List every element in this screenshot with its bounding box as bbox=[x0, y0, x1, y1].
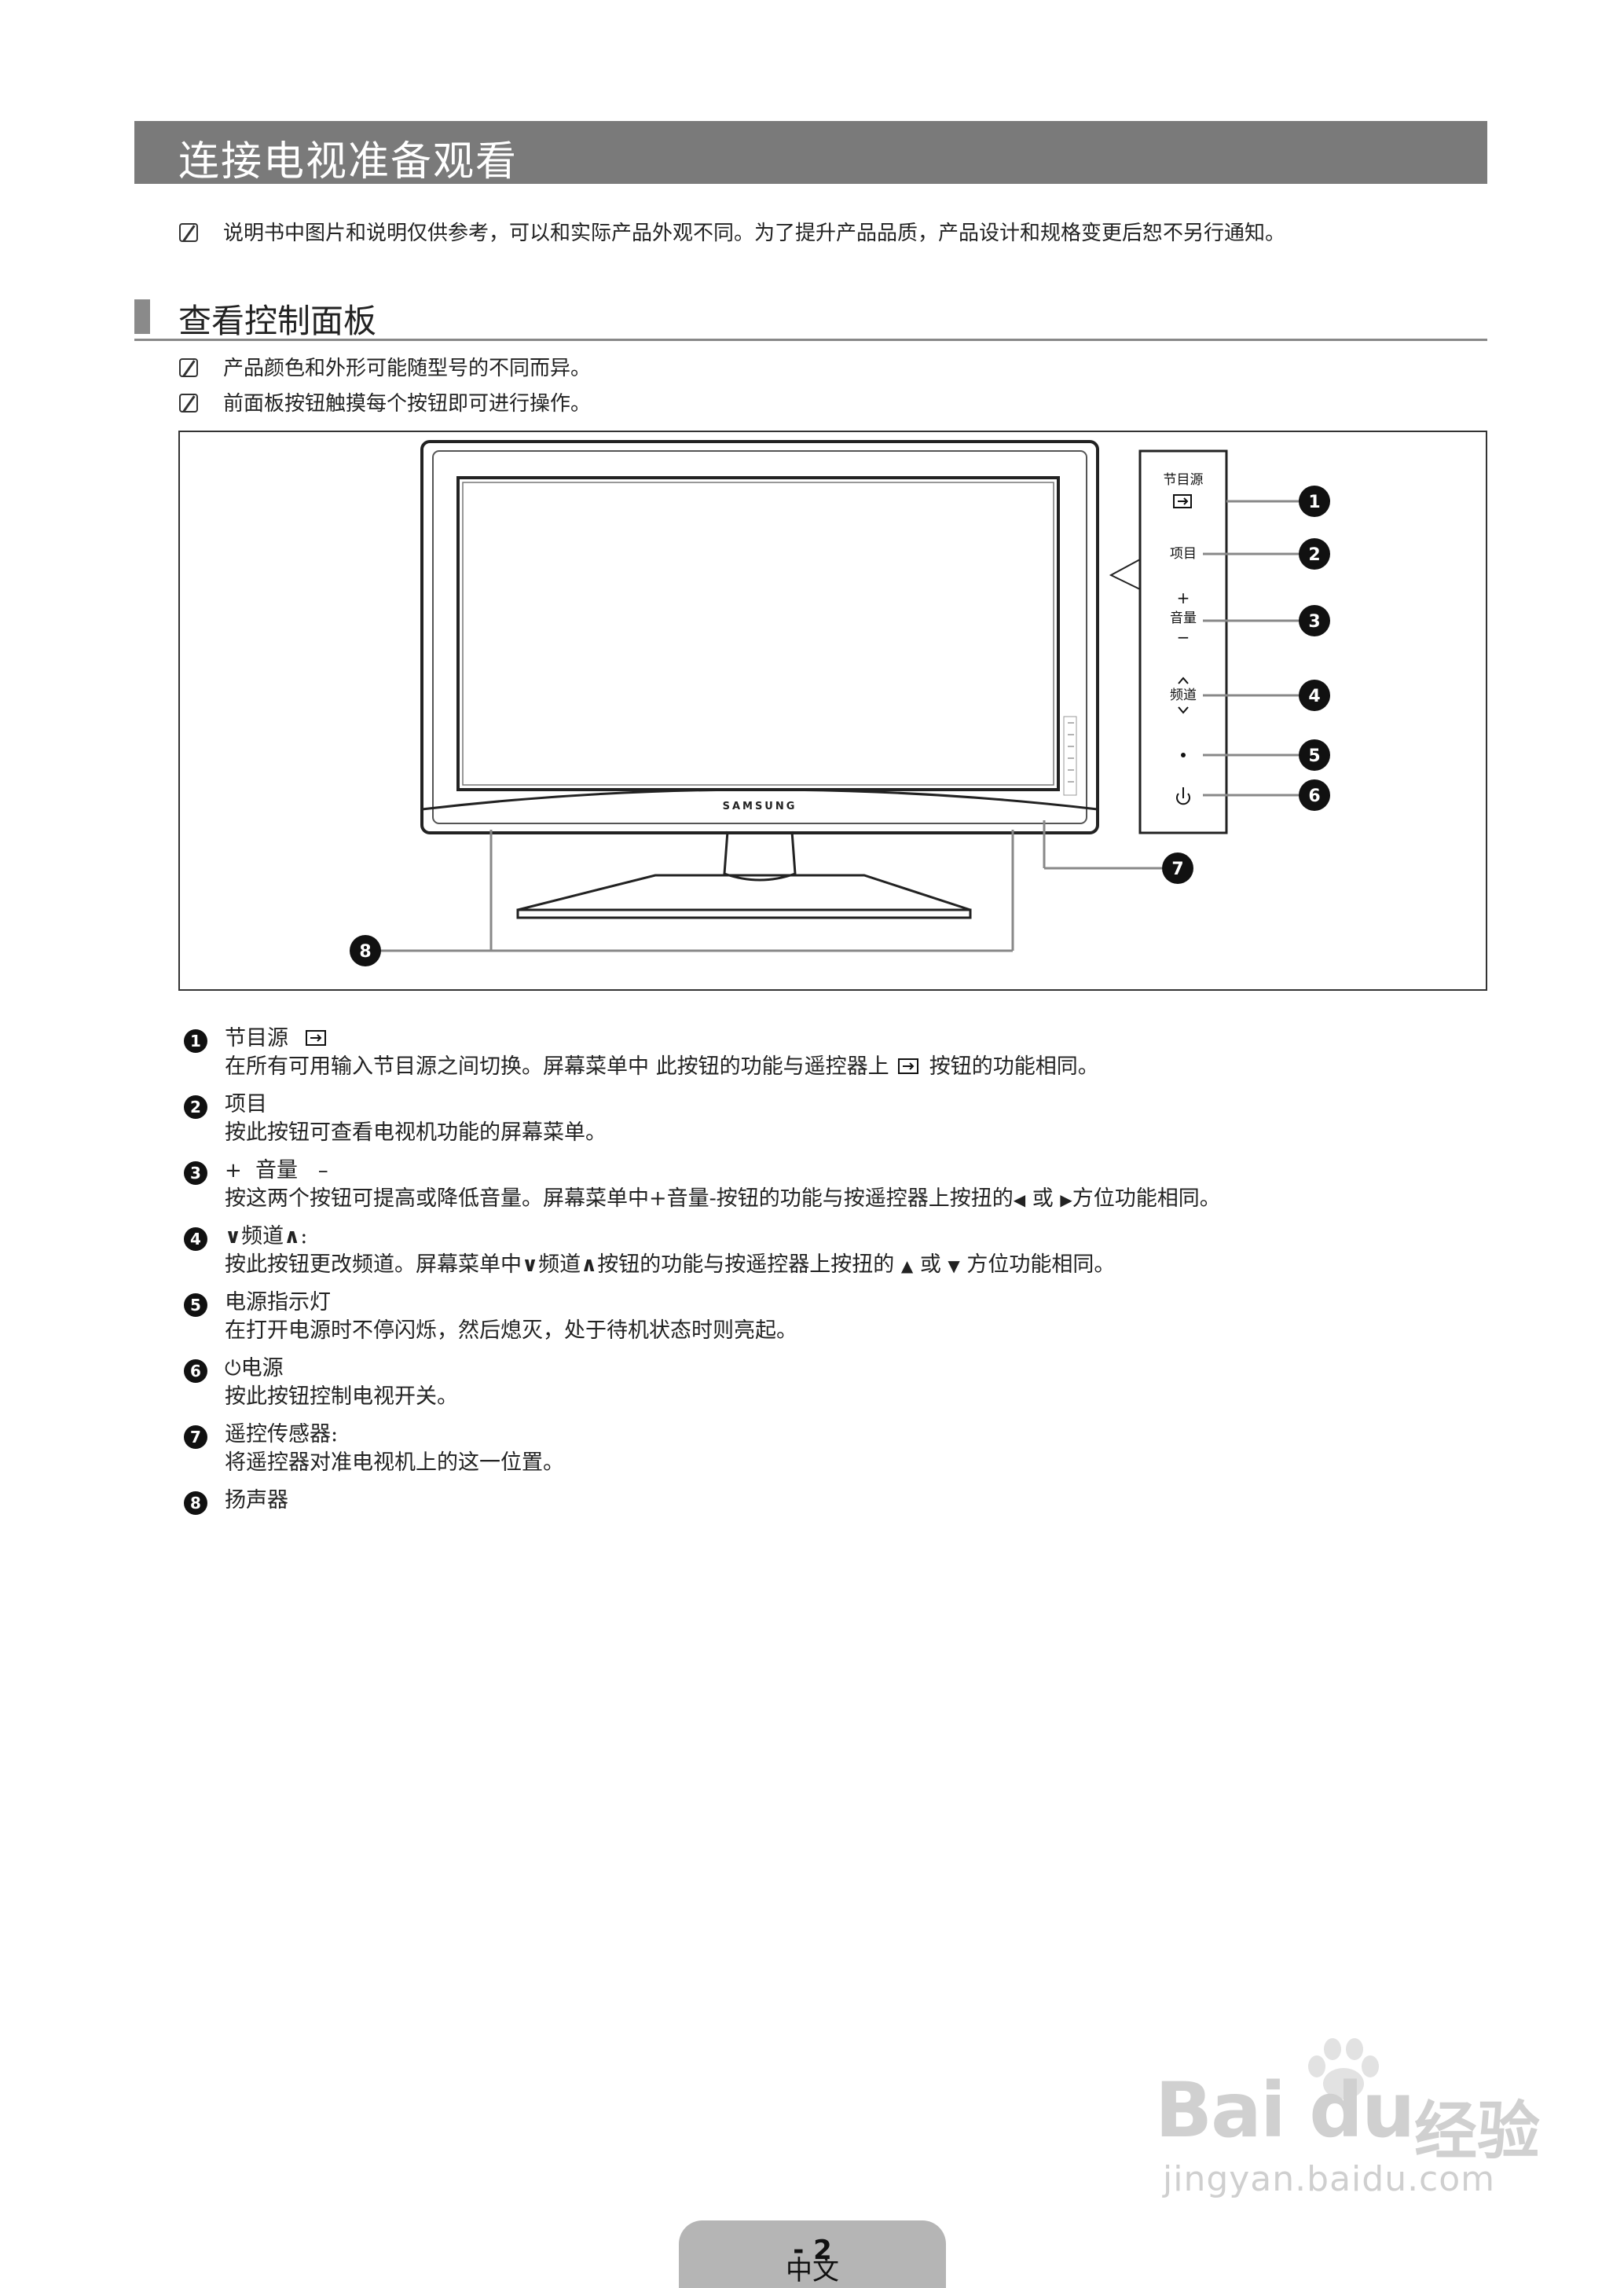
right-arrow-icon: ▶ bbox=[1060, 1190, 1072, 1209]
panel-power-icon bbox=[1176, 787, 1190, 805]
down-triangle-icon: ▼ bbox=[948, 1256, 960, 1275]
callout-1 bbox=[1299, 486, 1330, 517]
item-description: 在所有可用输入节目源之间切换。屏幕菜单中 此按钮的功能与遥控器上 bbox=[225, 1054, 896, 1079]
note-icon bbox=[179, 223, 198, 242]
svg-text:5: 5 bbox=[1308, 746, 1320, 766]
callout-6 bbox=[1299, 779, 1330, 811]
item-number: 7 bbox=[184, 1425, 207, 1449]
svg-text:2: 2 bbox=[1308, 545, 1320, 565]
footer-language: 中文 bbox=[786, 2255, 839, 2286]
plus-symbol: + bbox=[225, 1159, 242, 1182]
svg-text:4: 4 bbox=[1308, 687, 1320, 706]
callout-8 bbox=[350, 935, 381, 966]
section-marker bbox=[134, 299, 150, 334]
item-description: 按此按钮控制电视开关。 bbox=[225, 1384, 458, 1409]
item-number: 8 bbox=[184, 1491, 207, 1515]
item-number: 2 bbox=[184, 1095, 207, 1119]
item-description: 按此按钮更改频道。屏幕菜单中 bbox=[225, 1252, 522, 1277]
up-triangle-icon: ▲ bbox=[900, 1256, 914, 1275]
panel-volume-label: 音量 bbox=[1170, 610, 1197, 626]
panel-menu-label: 项目 bbox=[1170, 546, 1197, 562]
tv-stand bbox=[517, 874, 971, 911]
callout-2 bbox=[1299, 538, 1330, 570]
chevron-up-icon: ∧ bbox=[581, 1253, 598, 1277]
item-description: 方位功能相同。 bbox=[1072, 1186, 1221, 1211]
page-title-bar: 连接电视准备观看 bbox=[134, 121, 1487, 185]
item-number: 5 bbox=[184, 1293, 207, 1317]
chevron-down-icon: ∨ bbox=[225, 1225, 242, 1248]
panel-source-label: 节目源 bbox=[1164, 472, 1204, 488]
item-description: 按这两个按钮可提高或降低音量。屏幕菜单中+音量-按钮的功能与按遥控器上按扭的 bbox=[225, 1186, 1014, 1211]
panel-minus: − bbox=[1177, 628, 1190, 647]
item-title: 节目源 bbox=[225, 1026, 288, 1050]
svg-text:3: 3 bbox=[1308, 612, 1320, 632]
left-arrow-icon: ◀ bbox=[1013, 1190, 1026, 1209]
item-number: 1 bbox=[184, 1029, 207, 1053]
page-title: 连接电视准备观看 bbox=[178, 138, 519, 185]
note-icon bbox=[179, 394, 198, 412]
panel-channel-label: 频道 bbox=[1170, 688, 1197, 703]
item-description: 按钮的功能相同。 bbox=[929, 1054, 1099, 1079]
watermark-logo: Bai du bbox=[1155, 2066, 1415, 2154]
item-title: 电源 bbox=[240, 1356, 284, 1380]
item-description: 方位功能相同。 bbox=[959, 1252, 1116, 1277]
paw-icon bbox=[1308, 2038, 1379, 2099]
section-heading: 查看控制面板 bbox=[134, 293, 1487, 341]
source-icon bbox=[305, 1030, 326, 1046]
watermark-url: jingyan.baidu.com bbox=[1163, 2159, 1496, 2199]
note-icon bbox=[179, 358, 198, 377]
baidu-watermark: Bai du 经验 jingyan.baidu.com bbox=[1155, 2038, 1564, 2200]
tv-screen bbox=[456, 476, 1060, 791]
item-title: 扬声器 bbox=[225, 1488, 288, 1512]
or-text: 或 bbox=[1032, 1186, 1054, 1211]
item-title: 频道 bbox=[241, 1224, 284, 1248]
item-description: 按钮的功能与按遥控器上按扭的 bbox=[597, 1252, 901, 1277]
callout-5 bbox=[1299, 739, 1330, 771]
source-icon bbox=[898, 1058, 919, 1074]
item-description: 按此按钮可查看电视机功能的屏幕菜单。 bbox=[225, 1120, 607, 1145]
minus-symbol: – bbox=[317, 1159, 328, 1182]
callout-7 bbox=[1162, 852, 1193, 884]
panel-up-icon bbox=[1178, 676, 1189, 684]
callout-3 bbox=[1299, 605, 1330, 636]
item-number: 4 bbox=[184, 1227, 207, 1251]
svg-text:7: 7 bbox=[1171, 860, 1183, 879]
item-title: 项目 bbox=[225, 1092, 267, 1116]
svg-text:8: 8 bbox=[359, 942, 371, 962]
chevron-up-icon: ∧ bbox=[284, 1225, 301, 1248]
panel-down-icon bbox=[1178, 706, 1189, 714]
item-number: 6 bbox=[184, 1359, 207, 1383]
control-panel-diagram: SAMSUNG 节目源 项目 + 音量 − 频道 bbox=[178, 431, 1487, 991]
chevron-down-icon: ∨ bbox=[522, 1253, 539, 1277]
source-icon bbox=[1173, 494, 1192, 508]
power-icon: ⏻ bbox=[225, 1357, 241, 1380]
panel-plus: + bbox=[1177, 588, 1190, 607]
watermark-logo-cn: 经验 bbox=[1414, 2095, 1540, 2168]
item-number: 3 bbox=[184, 1161, 207, 1185]
intro-note-text: 说明书中图片和说明仅供参考，可以和实际产品外观不同。为了提升产品品质，产品设计和… bbox=[223, 222, 1286, 245]
page-number: 2 bbox=[813, 2235, 832, 2266]
svg-text:6: 6 bbox=[1308, 786, 1320, 806]
callout-4 bbox=[1299, 680, 1330, 711]
item-title: 遥控传感器: bbox=[225, 1422, 339, 1446]
tv-brand: SAMSUNG bbox=[723, 801, 797, 812]
section-note-text: 前面板按钮触摸每个按钮即可进行操作。 bbox=[223, 392, 592, 416]
item-description: 在打开电源时不停闪烁，然后熄灭，处于待机状态时则亮起。 bbox=[225, 1318, 797, 1343]
item-description: 将遥控器对准电视机上的这一位置。 bbox=[225, 1450, 564, 1475]
tv-illustration: SAMSUNG 节目源 项目 + 音量 − 频道 bbox=[350, 440, 1330, 966]
item-title: 音量 bbox=[255, 1158, 298, 1182]
section-note-text: 产品颜色和外形可能随型号的不同而异。 bbox=[223, 357, 592, 380]
control-panel bbox=[1138, 449, 1228, 834]
panel-indicator-dot bbox=[1181, 753, 1186, 757]
page-number-tab: 中文 - 2 bbox=[679, 2220, 946, 2288]
svg-text:1: 1 bbox=[1308, 493, 1320, 512]
section-title: 查看控制面板 bbox=[178, 302, 377, 340]
item-title: 电源指示灯 bbox=[225, 1290, 331, 1314]
tv-body bbox=[420, 440, 1099, 834]
